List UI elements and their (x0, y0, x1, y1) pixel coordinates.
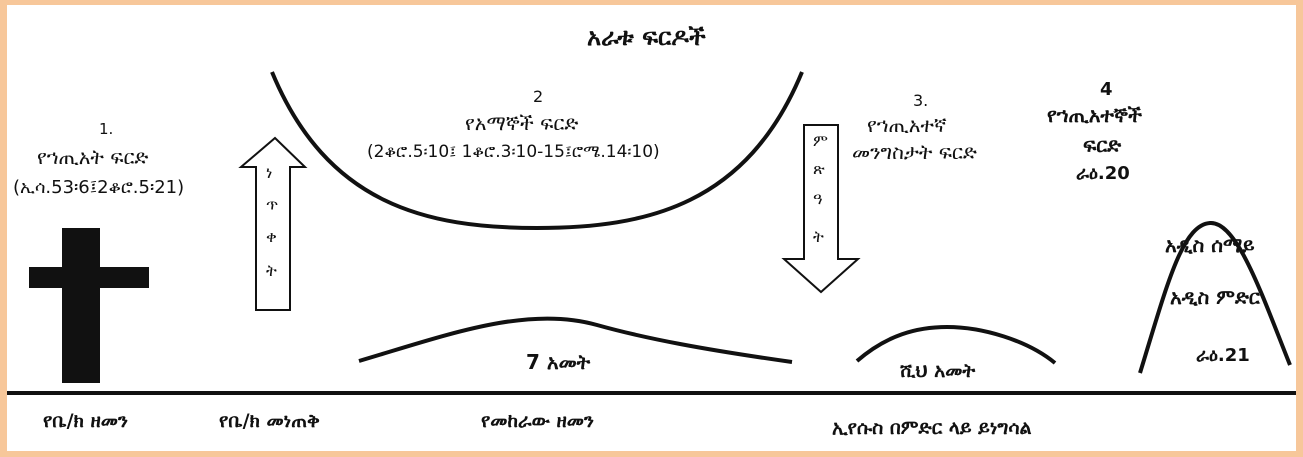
new-earth-label: አዲስ ምድር (1170, 285, 1260, 309)
timeline-reign: ኢየሱስ በምድር ላይ ይነግሳል (832, 417, 1032, 439)
judgment4-name-line2: ፍርድ (1083, 133, 1122, 157)
diagram-canvas: አራቱ ፍርዶች 1. የኀጢአት ፍርድ (ኢሳ.53፡6፤2ቆሮ.5፡21)… (7, 5, 1296, 451)
arrow-down-char-2: ጽ (813, 159, 825, 178)
judgment4-number: 4 (1100, 79, 1113, 100)
judgment3-name-line2: መንግስታት ፍርድ (852, 140, 977, 164)
timeline-tribulation: የመከራው ዘመን (481, 410, 594, 432)
arrow-down-char-1: ም (813, 131, 828, 150)
judgment1-number: 1. (99, 120, 114, 138)
judgment3-number: 3. (913, 91, 929, 110)
timeline-church-age: የቤ/ክ ዘመን (43, 410, 128, 432)
arrow-down-char-4: ት (813, 227, 824, 246)
down-arrow-icon (781, 124, 861, 294)
thousand-years-label: ሺህ አመት (900, 360, 976, 382)
new-heaven-label: አዲስ ሰማይ (1165, 233, 1255, 257)
diagram-graphics (7, 71, 1296, 395)
new-heaven-parabola (1138, 220, 1292, 374)
cross-icon (29, 228, 149, 383)
judgment2-refs: (2ቆሮ.5፡10፤ 1ቆሮ.3፡10-15፤ሮሜ.14፡10) (367, 142, 660, 162)
judgment3-name-line1: የኀጢአተኛ (867, 113, 947, 137)
diagram-title: አራቱ ፍርዶች (587, 23, 706, 51)
rev21-label: ራዕ.21 (1196, 345, 1250, 366)
arrow-up-char-2: ጥ (266, 195, 279, 214)
timeline-rapture: የቤ/ክ መነጠቅ (219, 410, 320, 432)
arrow-down-char-3: ዓ (813, 189, 823, 208)
millennium-hump (855, 324, 1057, 365)
arrow-up-char-4: ት (266, 261, 277, 280)
judgment2-number: 2 (533, 87, 544, 106)
arrow-up-char-1: ነ (266, 163, 273, 182)
seven-years-label: 7 አመት (526, 350, 591, 374)
judgment1-refs: (ኢሳ.53፡6፤2ቆሮ.5፡21) (13, 177, 185, 198)
arrow-up-char-3: ቀ (266, 227, 277, 246)
judgment4-name-line1: የኀጢአተኞች (1047, 103, 1142, 127)
tribulation-hump (358, 316, 793, 364)
up-arrow-icon (238, 136, 308, 311)
judgment2-name: የአማኞች ፍርድ (465, 111, 579, 135)
believers-judgment-curve (270, 71, 804, 231)
judgment4-ref: ራዕ.20 (1076, 163, 1130, 184)
judgment1-name: የኀጢአት ፍርድ (37, 145, 149, 169)
